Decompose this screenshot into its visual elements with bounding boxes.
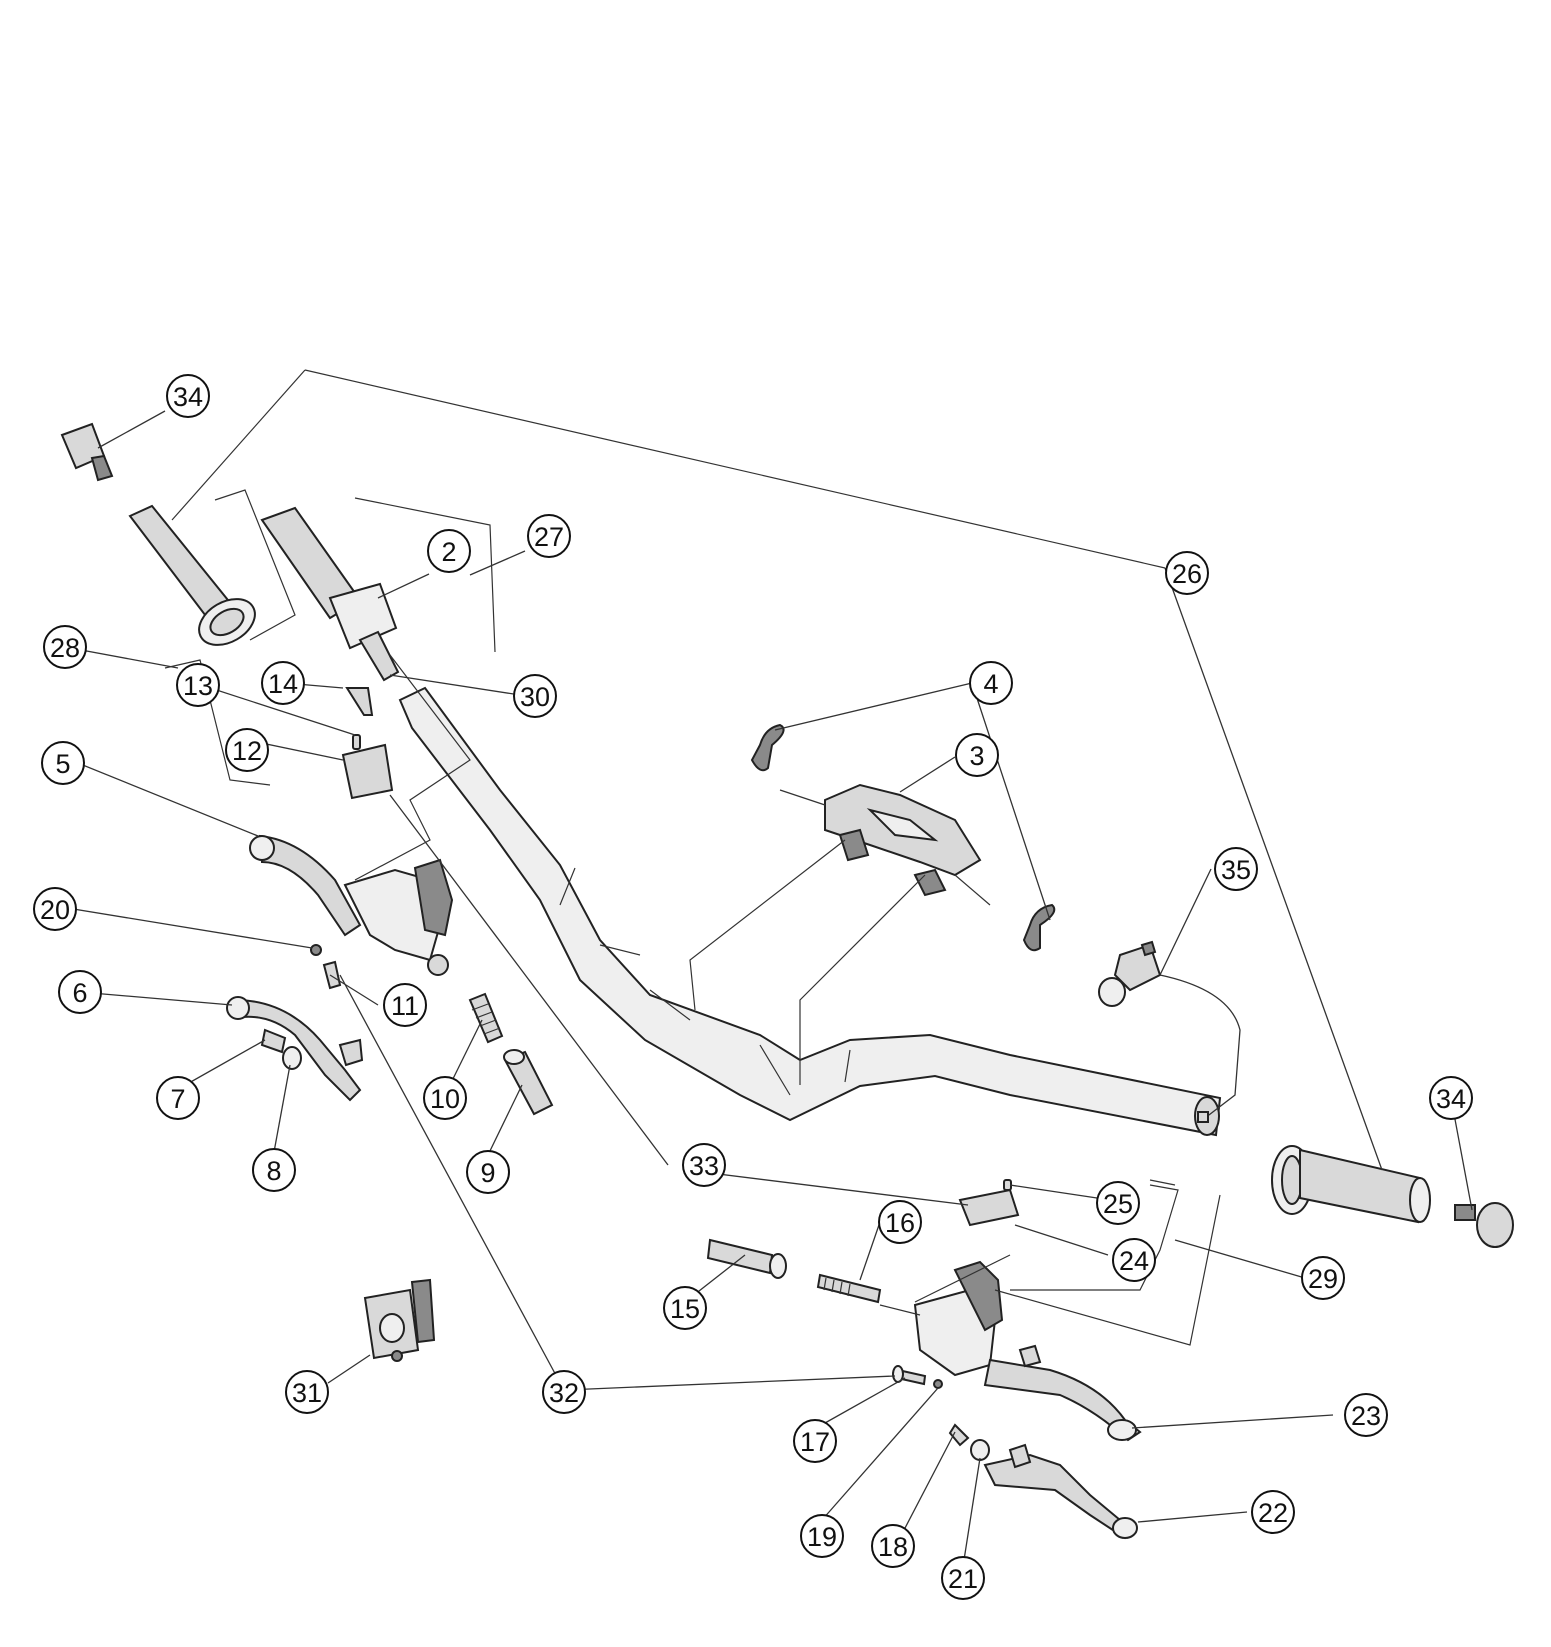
svg-text:17: 17 <box>800 1427 830 1457</box>
right-pivot-hardware <box>948 1423 990 1461</box>
callout-22: 22 <box>1251 1490 1295 1534</box>
callout-2: 2 <box>427 529 471 573</box>
callout-12: 12 <box>225 728 269 772</box>
callout-14: 14 <box>261 661 305 705</box>
callout-31: 31 <box>285 1370 329 1414</box>
svg-text:10: 10 <box>430 1084 460 1114</box>
callout-34-right: 34 <box>1429 1076 1473 1120</box>
callout-5: 5 <box>41 741 85 785</box>
right-reservoir-cap <box>958 1179 1020 1227</box>
callout-24: 24 <box>1112 1238 1156 1282</box>
left-reservoir-cap <box>341 743 394 800</box>
callout-19: 19 <box>800 1514 844 1558</box>
svg-text:20: 20 <box>40 895 70 925</box>
left-lever-6 <box>226 996 364 1102</box>
svg-text:16: 16 <box>885 1208 915 1238</box>
svg-text:35: 35 <box>1221 855 1251 885</box>
switch-housing <box>363 1278 436 1362</box>
callout-7: 7 <box>156 1076 200 1120</box>
right-lever-assembly <box>913 1260 1142 1442</box>
svg-text:7: 7 <box>170 1084 185 1114</box>
right-bar-end <box>1454 1202 1514 1248</box>
leader-lines <box>54 410 1473 1561</box>
svg-text:8: 8 <box>266 1156 281 1186</box>
svg-text:24: 24 <box>1119 1246 1149 1276</box>
callout-6: 6 <box>58 970 102 1014</box>
svg-text:34: 34 <box>1436 1084 1466 1114</box>
callout-33: 33 <box>682 1143 726 1187</box>
callout-18: 18 <box>871 1524 915 1568</box>
svg-text:9: 9 <box>480 1158 495 1188</box>
svg-text:5: 5 <box>55 749 70 779</box>
left-grip <box>128 504 256 646</box>
throttle-grip <box>260 506 400 682</box>
svg-text:3: 3 <box>969 741 984 771</box>
left-pin <box>310 944 342 990</box>
svg-text:12: 12 <box>232 736 262 766</box>
svg-text:26: 26 <box>1172 559 1202 589</box>
left-bar-end <box>60 422 114 482</box>
svg-text:32: 32 <box>549 1378 579 1408</box>
svg-text:28: 28 <box>50 633 80 663</box>
svg-text:21: 21 <box>948 1564 978 1594</box>
assembly-lines <box>164 369 1221 1346</box>
callout-9: 9 <box>466 1150 510 1194</box>
callout-27: 27 <box>527 514 571 558</box>
left-sleeve <box>503 1049 554 1116</box>
callout-25: 25 <box>1096 1181 1140 1225</box>
left-lever-assembly <box>249 834 454 976</box>
callout-13: 13 <box>176 663 220 707</box>
cable-clips <box>750 723 1056 952</box>
callout-23: 23 <box>1344 1393 1388 1437</box>
svg-text:19: 19 <box>807 1522 837 1552</box>
callout-21: 21 <box>941 1556 985 1600</box>
svg-text:31: 31 <box>292 1378 322 1408</box>
callout-32: 32 <box>542 1370 586 1414</box>
svg-text:6: 6 <box>72 978 87 1008</box>
callout-34-left: 34 <box>166 374 210 418</box>
left-pivot-hardware <box>260 1028 302 1070</box>
svg-text:15: 15 <box>670 1294 700 1324</box>
right-pivot-bolt <box>892 1365 943 1389</box>
svg-text:23: 23 <box>1351 1401 1381 1431</box>
svg-text:14: 14 <box>268 669 298 699</box>
handlebar <box>398 686 1222 1137</box>
svg-text:2: 2 <box>441 537 456 567</box>
right-push-rod <box>816 1273 882 1304</box>
svg-text:30: 30 <box>520 682 550 712</box>
handlebar-clamp <box>824 783 982 897</box>
callout-30: 30 <box>513 674 557 718</box>
svg-text:29: 29 <box>1308 1264 1338 1294</box>
right-lever-22 <box>983 1443 1138 1540</box>
svg-text:11: 11 <box>391 991 419 1021</box>
svg-text:34: 34 <box>173 382 203 412</box>
callout-3: 3 <box>955 733 999 777</box>
callout-11: 11 <box>383 983 427 1027</box>
small-screws-left <box>345 687 374 750</box>
callout-20: 20 <box>33 887 77 931</box>
svg-text:25: 25 <box>1103 1189 1133 1219</box>
callout-17: 17 <box>793 1419 837 1463</box>
callout-28: 28 <box>43 625 87 669</box>
callout-15: 15 <box>663 1286 707 1330</box>
callout-29: 29 <box>1301 1256 1345 1300</box>
svg-text:13: 13 <box>183 671 213 701</box>
left-spring <box>468 992 504 1044</box>
svg-text:27: 27 <box>534 522 564 552</box>
callout-35: 35 <box>1214 847 1258 891</box>
svg-text:22: 22 <box>1258 1498 1288 1528</box>
right-sleeve <box>706 1238 787 1279</box>
svg-text:4: 4 <box>983 669 998 699</box>
kill-switch <box>1098 940 1241 1123</box>
right-grip <box>1271 1145 1431 1224</box>
svg-text:33: 33 <box>689 1151 719 1181</box>
callout-8: 8 <box>252 1148 296 1192</box>
callout-4: 4 <box>969 661 1013 705</box>
callout-16: 16 <box>878 1200 922 1244</box>
callout-10: 10 <box>423 1076 467 1120</box>
svg-text:18: 18 <box>878 1532 908 1562</box>
callout-26: 26 <box>1165 551 1209 595</box>
